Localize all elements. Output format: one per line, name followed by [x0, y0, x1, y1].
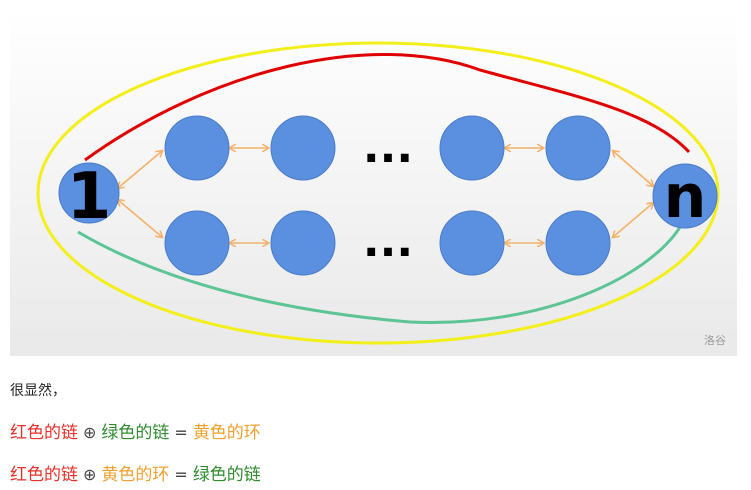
node-n — [652, 163, 718, 229]
equation-1-op2: = — [174, 423, 188, 442]
node-n-label: n — [664, 162, 707, 232]
yellow-ring — [36, 41, 720, 345]
edge-n-top — [613, 151, 653, 186]
node-top-2 — [270, 115, 336, 181]
node-bottom-2 — [270, 210, 336, 276]
equation-2-middle: 黄色的环 — [101, 465, 170, 485]
node-top-3 — [439, 115, 505, 181]
equation-1-middle: 绿色的链 — [101, 423, 170, 443]
green-chain — [77, 223, 684, 324]
equation-2: 红色的链 ⊕黄色的环=绿色的链 — [10, 460, 261, 485]
node-bottom-3 — [439, 210, 505, 276]
chain-ring-diagram: 1 n ... ... 洛谷 — [10, 10, 737, 356]
equation-2-op1: ⊕ — [83, 465, 97, 484]
caption-text: 很显然， — [10, 383, 66, 399]
edge-arrows — [118, 148, 653, 243]
nodes — [58, 115, 718, 276]
node-bottom-1 — [164, 210, 230, 276]
ellipsis-bottom: ... — [363, 216, 413, 267]
edge-n-bottom — [613, 203, 653, 237]
node-top-1 — [164, 115, 230, 181]
equation-2-left: 红色的链 — [10, 465, 78, 485]
watermark: 洛谷 — [704, 333, 726, 347]
equation-2-right: 绿色的链 — [192, 465, 261, 485]
equation-1-right: 黄色的环 — [192, 423, 261, 443]
diagram-canvas: 1 n ... ... 洛谷 — [10, 10, 737, 356]
red-chain — [84, 53, 691, 162]
node-1-label: 1 — [67, 160, 112, 234]
equation-2-op2: = — [174, 465, 188, 484]
node-bottom-4 — [545, 210, 611, 276]
equation-1-left: 红色的链 — [10, 423, 78, 443]
edge-1-bottom — [118, 200, 162, 237]
ellipsis-top: ... — [363, 122, 413, 173]
edge-1-top — [118, 151, 162, 188]
diagram-background — [10, 10, 737, 356]
equation-1: 红色的链 ⊕绿色的链=黄色的环 — [10, 418, 261, 443]
node-1 — [58, 162, 120, 224]
node-top-4 — [545, 115, 611, 181]
equation-1-op1: ⊕ — [83, 423, 97, 442]
